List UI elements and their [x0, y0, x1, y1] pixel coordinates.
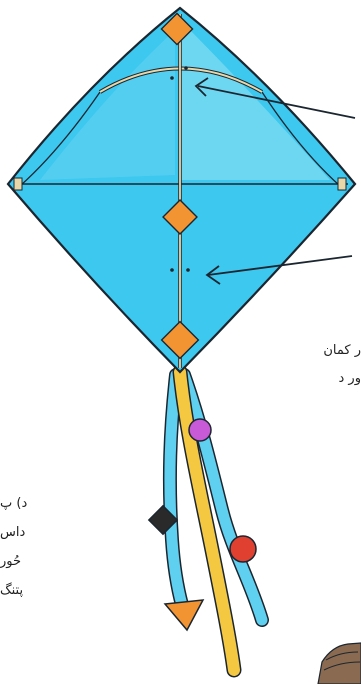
bead-purple	[189, 419, 211, 441]
caption-right-2: ور د	[339, 371, 361, 386]
bead-red	[230, 536, 256, 562]
figure-corner-illustration	[318, 643, 361, 684]
kite-body	[8, 8, 355, 372]
caption-right-1: ر کمان	[323, 343, 361, 358]
tail-end-triangle	[165, 600, 203, 630]
kite-tails	[149, 372, 262, 670]
caption-left-4: پتنگ	[0, 583, 40, 598]
caption-left-2: داس	[0, 525, 40, 540]
caption-left-3: حُور	[0, 554, 40, 569]
caption-left-1: د) پ	[0, 496, 40, 511]
